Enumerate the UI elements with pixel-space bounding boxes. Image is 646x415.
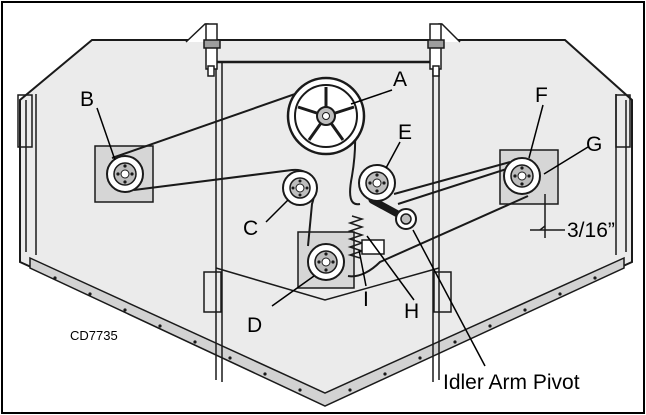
pulley-b bbox=[107, 156, 143, 192]
callout-c: C bbox=[243, 217, 258, 240]
pulley-a bbox=[288, 78, 364, 154]
callout-d: D bbox=[247, 314, 262, 337]
idler-arm-pivot bbox=[396, 209, 416, 229]
callout-idler-arm-pivot: Idler Arm Pivot bbox=[443, 371, 580, 394]
callout-e: E bbox=[398, 121, 412, 144]
pulley-d bbox=[308, 244, 344, 280]
figure-id: CD7735 bbox=[70, 328, 118, 343]
pulley-e bbox=[359, 165, 395, 201]
callout-b: B bbox=[80, 88, 94, 111]
pulley-f bbox=[504, 158, 540, 194]
callout-a: A bbox=[393, 68, 407, 91]
callout-i: I bbox=[363, 288, 369, 311]
pulley-c bbox=[283, 171, 317, 205]
callout-h: H bbox=[404, 300, 419, 323]
callout-g: G bbox=[586, 133, 602, 156]
callout-f: F bbox=[535, 84, 548, 107]
dimension-label: 3/16” bbox=[567, 219, 615, 242]
